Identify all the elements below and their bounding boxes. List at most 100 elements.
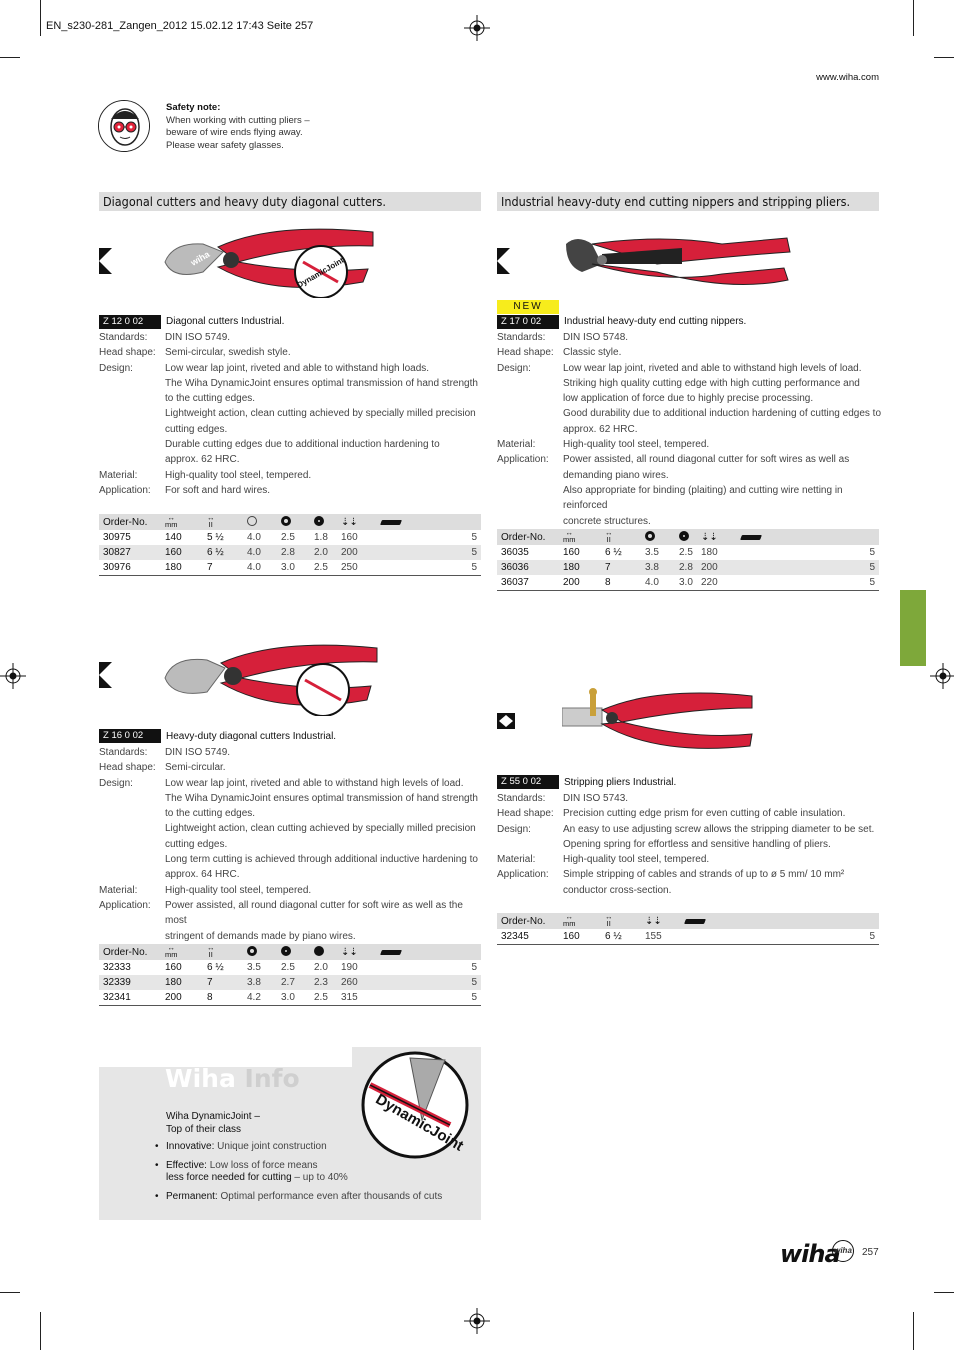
spec-row: Also appropriate for binding (plaiting) … [497, 483, 881, 514]
table-cell: 8 [207, 991, 213, 1003]
spec-row: Design:Low wear lap joint, riveted and a… [99, 361, 481, 376]
table-cell: 6 ½ [605, 930, 622, 942]
length-inch-icon: ↔II [207, 943, 215, 959]
spec-value: Low wear lap joint, riveted and able to … [165, 777, 464, 789]
spec-row: Lightweight action, clean cutting achiev… [99, 821, 483, 836]
spec-label [99, 821, 165, 836]
table-cell: 5 [377, 545, 481, 560]
table-cell: 200 [563, 576, 580, 588]
diagonal-cut-icon [99, 662, 112, 688]
table-cell: 200 [337, 545, 377, 560]
diagonal-cut-icon [99, 248, 112, 274]
hard-wire-icon [679, 530, 689, 541]
wiha-logo-badge: wiha [832, 1240, 854, 1262]
spec-row: demanding piano wires. [497, 468, 881, 483]
spec-label [497, 468, 563, 483]
spec-value: Lightweight action, clean cutting achiev… [165, 408, 476, 420]
table-cell: 2.7 [277, 975, 310, 990]
spec-label [99, 452, 165, 467]
spec-value: High-quality tool steel, tempered. [165, 884, 312, 896]
spec-value: Also appropriate for binding (plaiting) … [563, 484, 843, 512]
table-cell: 3.5 [247, 962, 261, 973]
bullet-item: Permanent: Optimal performance even afte… [155, 1191, 442, 1203]
spec-row: The Wiha DynamicJoint ensures optimal tr… [99, 791, 483, 806]
spec-row: Standards:DIN ISO 5749. [99, 330, 481, 345]
spec-label: Material: [99, 884, 138, 896]
length-inch-icon: ↔II [605, 528, 613, 544]
table-cell: 180 [161, 975, 203, 990]
stripping-pliers-image [562, 688, 753, 749]
spec-value: demanding piano wires. [563, 469, 669, 481]
spec-row: Opening spring for effortless and sensit… [497, 837, 881, 852]
table-cell: 190 [341, 962, 358, 973]
spec-label [497, 376, 563, 391]
table-cell: 7 [207, 561, 213, 573]
spec-row: Application:Power assisted, all round di… [497, 452, 881, 467]
spec-label: Design: [497, 823, 531, 835]
end-cut-icon [497, 248, 510, 274]
stripping-icon [497, 713, 515, 729]
spec-value: Low wear lap joint, riveted and able to … [563, 362, 862, 374]
spec-row: to the cutting edges. [99, 391, 481, 406]
info-title-word: Info [244, 1064, 300, 1093]
table-cell: 5 [471, 962, 477, 973]
spec-value: Lightweight action, clean cutting achiev… [165, 823, 476, 835]
spec-label [99, 929, 165, 944]
table-cell: 5 [471, 561, 477, 573]
weight-icon: ⇣⇣ [337, 514, 377, 530]
table-cell: 160 [563, 547, 580, 558]
spec-value: Simple stripping of cables and strands o… [563, 869, 845, 881]
pack-icon [377, 944, 481, 960]
weight-icon: ⇣⇣ [337, 944, 377, 960]
spec-value: stringent of demands made by piano wires… [165, 930, 356, 942]
table-cell: 5 [869, 930, 875, 942]
table-cell: 160 [161, 545, 203, 560]
spec-row: Head shape:Semi-circular, swedish style. [99, 345, 481, 360]
spec-row: Standards:DIN ISO 5743. [497, 791, 881, 806]
table-cell: 3.0 [281, 991, 295, 1003]
table-cell: 200 [697, 560, 737, 575]
spec-label: Design: [99, 777, 133, 789]
length-inch-icon: ↔II [605, 912, 613, 928]
page-number: 257 [862, 1247, 879, 1258]
product-name: Diagonal cutters Industrial. [166, 316, 285, 327]
table-cell: 3.0 [281, 561, 295, 573]
spec-label [497, 883, 563, 898]
order-no-header: Order-No. [497, 913, 559, 929]
info-bullets: Innovative: Unique joint construction Ef… [155, 1141, 442, 1210]
spec-value: The Wiha DynamicJoint ensures optimal tr… [165, 792, 478, 804]
spec-value: cutting edges. [165, 838, 228, 850]
website-url[interactable]: www.wiha.com [816, 72, 879, 83]
table-cell: 5 [737, 560, 879, 575]
spec-row: Standards:DIN ISO 5748. [497, 330, 881, 345]
spec-label [99, 422, 165, 437]
spec-row: approx. 62 HRC. [497, 422, 881, 437]
spec-label: Standards: [99, 747, 148, 758]
table-cell: 4.0 [645, 576, 659, 588]
product-code: Z 17 0 02 [497, 315, 559, 329]
table-cell: 2.0 [314, 962, 328, 973]
spec-row: approx. 64 HRC. [99, 867, 483, 882]
spec-label: Design: [99, 362, 133, 374]
spec-label: Application: [99, 899, 151, 911]
spec-value: low application of force due to highly p… [563, 393, 814, 405]
chapter-tab [900, 590, 926, 666]
spec-label: Standards: [497, 332, 546, 343]
spec-label: Application: [497, 869, 549, 881]
order-number: 30976 [103, 561, 131, 573]
spec-label: Material: [497, 854, 536, 866]
table-cell: 3.0 [679, 576, 693, 588]
length-mm-icon: ↔mm [165, 513, 178, 529]
table-cell: 2.5 [314, 991, 328, 1003]
spec-row: cutting edges. [99, 837, 483, 852]
table-cell: 220 [701, 576, 718, 588]
spec-list: Standards:DIN ISO 5743.Head shape:Precis… [497, 791, 881, 898]
spec-value: Durable cutting edges due to additional … [165, 439, 440, 451]
spec-label [497, 391, 563, 406]
spec-label: Standards: [497, 793, 546, 804]
